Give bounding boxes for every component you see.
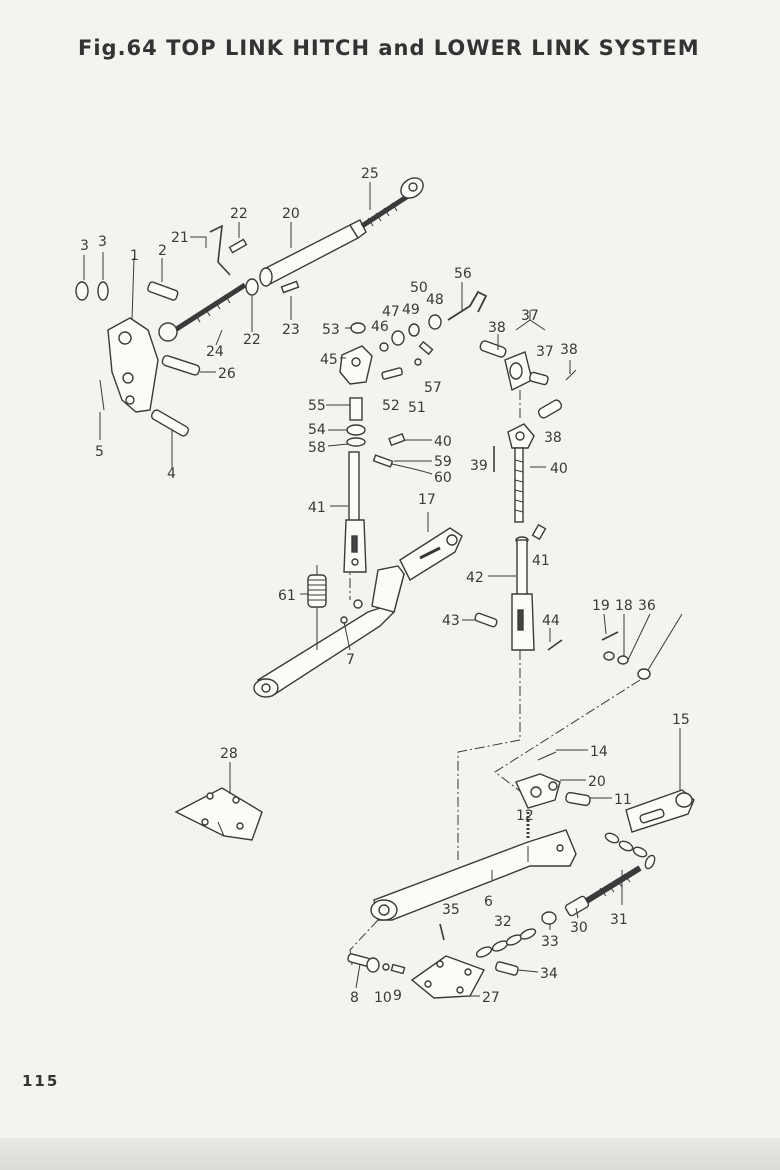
callout-50: 54: [308, 422, 326, 438]
callout-5: 5: [95, 444, 104, 460]
top-link-rod: [259, 177, 424, 287]
chain-30: [475, 928, 537, 958]
callout-33: 35: [442, 902, 460, 918]
callout-37a: 38: [488, 320, 506, 336]
callout-8: 8: [350, 990, 359, 1006]
callout-20: 21: [171, 230, 189, 246]
lower-link-right: [347, 751, 695, 999]
callout-2: 2: [158, 243, 167, 259]
callout-51: 51: [408, 400, 426, 416]
callout-32: 34: [540, 966, 558, 982]
callout-52: 52: [382, 398, 400, 414]
callout-56: 56: [454, 266, 472, 282]
spring: [307, 565, 327, 650]
mounting-plate-27: [174, 787, 263, 841]
callout-42: 43: [442, 613, 460, 629]
callout-19: 20: [282, 206, 300, 222]
callout-48: 49: [402, 302, 420, 318]
callout-23: 24: [206, 344, 224, 360]
callout-17: 19: [592, 598, 610, 614]
leader-lines: [349, 390, 641, 966]
callout-11: 11: [614, 792, 632, 808]
callout-57: 57: [424, 380, 442, 396]
callout-61: 61: [278, 588, 296, 604]
callout-35: 37: [521, 308, 539, 324]
lift-rod-right-group: [474, 340, 577, 651]
callout-34: 36: [638, 598, 656, 614]
callout-13: 14: [590, 744, 608, 760]
callout-27: 28: [220, 746, 238, 762]
lift-rod-left-group: [339, 290, 488, 573]
callout-16: 18: [615, 598, 633, 614]
callout-58: 59: [434, 454, 452, 470]
callout-leader-lines: [83, 182, 683, 997]
callout-41b: 42: [466, 570, 484, 586]
callout-44: 45: [320, 352, 338, 368]
callout-37b: 38: [544, 430, 562, 446]
callout-9: 9: [393, 988, 402, 1004]
lower-link-left: [253, 527, 463, 698]
callout-22b: 23: [282, 322, 300, 338]
callout-25: 26: [218, 366, 236, 382]
callout-3a: 3: [80, 238, 89, 254]
callout-29: 31: [610, 912, 628, 928]
callout-15: 17: [418, 492, 436, 508]
callout-59: 60: [434, 470, 452, 486]
callout-30: 32: [494, 914, 512, 930]
callout-1: 1: [130, 248, 139, 264]
callout-36: 37: [536, 344, 554, 360]
callout-14: 15: [672, 712, 690, 728]
page-number: 115: [22, 1072, 60, 1090]
callout-10: 10: [374, 990, 392, 1006]
callout-39: 40: [550, 461, 568, 477]
callout-12: 12: [516, 808, 534, 824]
callout-7: 7: [346, 652, 355, 668]
callout-55: 55: [308, 398, 326, 414]
callout-43: 44: [542, 613, 560, 629]
callout-6: 6: [484, 894, 493, 910]
callout-26: 27: [482, 990, 500, 1006]
small-parts-right: [601, 631, 651, 680]
callout-28: 30: [570, 920, 588, 936]
callout-3b: 3: [98, 234, 107, 250]
callout-4: 4: [167, 466, 176, 482]
callout-numbers: 25 20 22 21 2 1 3 3 26 24 22 23 5 4 56 5…: [80, 166, 690, 1006]
bolt: [147, 281, 179, 301]
threaded-shaft: [194, 294, 231, 323]
scan-edge: [0, 1138, 780, 1170]
page-title: Fig.64 TOP LINK HITCH and LOWER LINK SYS…: [78, 36, 700, 60]
chain: [604, 832, 656, 870]
callout-22a: 22: [230, 206, 248, 222]
callout-53: 53: [322, 322, 340, 338]
callout-40b: 41: [532, 553, 550, 569]
callout-45: 46: [371, 319, 389, 335]
callout-21: 22: [243, 332, 261, 348]
callout-41a: 41: [308, 500, 326, 516]
callout-18: 20: [588, 774, 606, 790]
callout-47: 48: [426, 292, 444, 308]
callout-31: 33: [541, 934, 559, 950]
callout-24: 25: [361, 166, 379, 182]
callout-54: 58: [308, 440, 326, 456]
top-link-bracket-group: [75, 224, 300, 437]
callout-49: 50: [410, 280, 428, 296]
callout-38a: 38: [560, 342, 578, 358]
callout-38b: 39: [470, 458, 488, 474]
callout-40a: 40: [434, 434, 452, 450]
callout-46: 47: [382, 304, 400, 320]
